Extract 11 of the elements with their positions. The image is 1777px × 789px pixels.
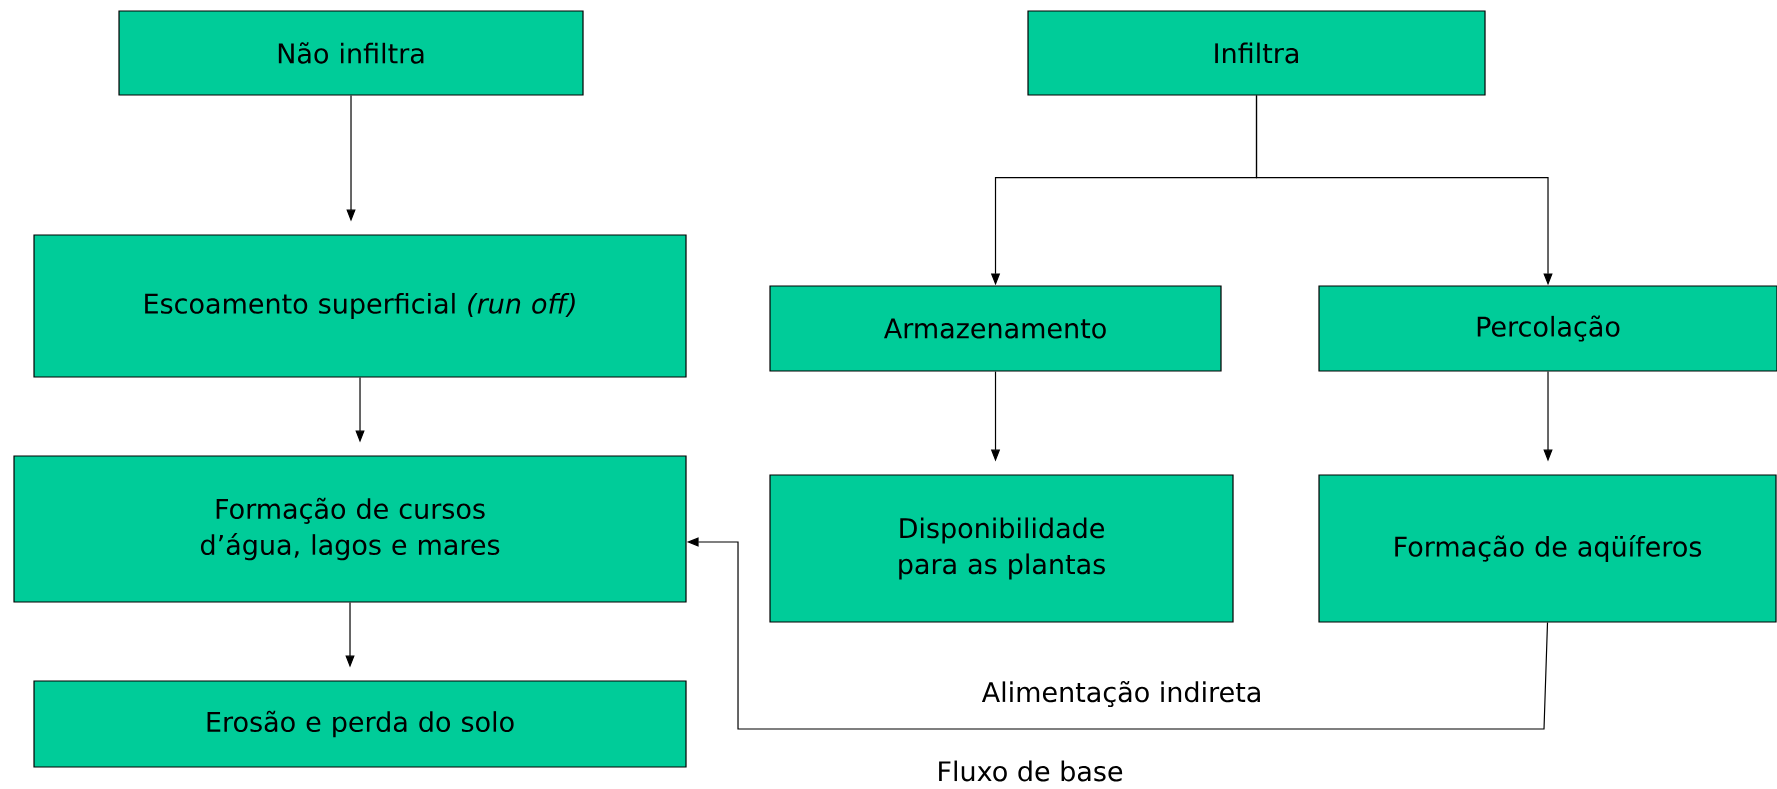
process-box: Formação de aqüíferos [1318, 474, 1777, 623]
process-box: Não infiltra [118, 10, 584, 96]
process-box: Escoamento superficial (run off) [33, 234, 687, 378]
process-box: Percolação [1318, 285, 1777, 372]
process-box: Erosão e perda do solo [33, 680, 687, 768]
process-box: Disponibilidade para as plantas [769, 474, 1234, 623]
text-label: Fluxo de base [939, 760, 1123, 782]
process-box: Armazenamento [769, 285, 1222, 372]
process-box: Formação de cursos d’água, lagos e mares [13, 455, 687, 603]
process-box: Infiltra [1027, 10, 1486, 96]
edge-label: Alimentação indireta [981, 680, 1260, 708]
